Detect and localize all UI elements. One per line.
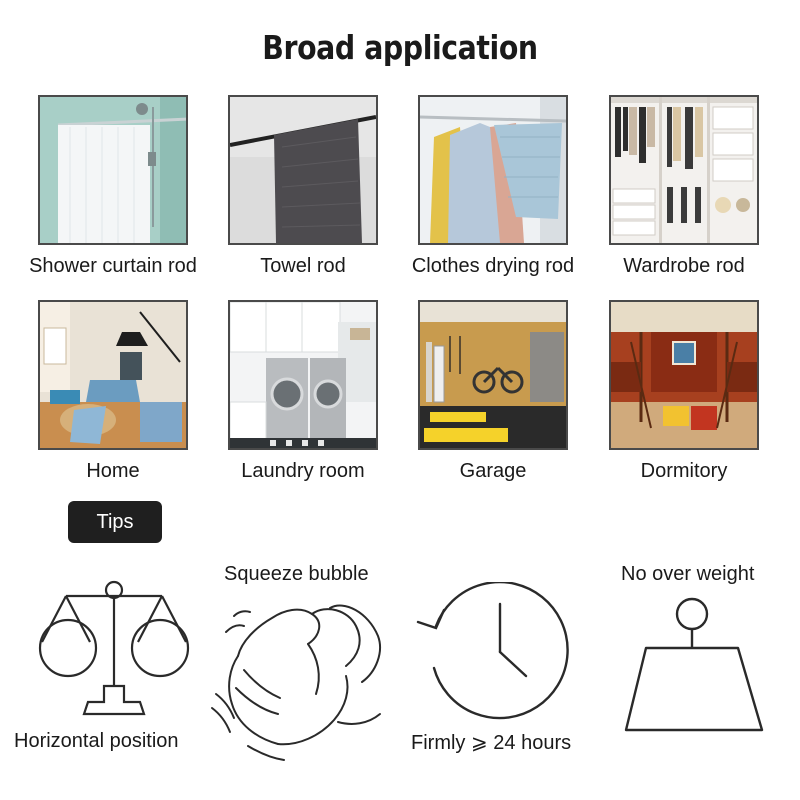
home-photo [38, 300, 188, 450]
towel-rod-photo [228, 95, 378, 245]
caption-wardrobe-rod: Wardrobe rod [623, 255, 745, 277]
caption-laundry-room: Laundry room [241, 460, 365, 482]
caption-clothes-drying-rod: Clothes drying rod [411, 255, 575, 277]
dormitory-photo [609, 300, 759, 450]
hanging-weight-icon [624, 597, 764, 732]
shower-curtain-photo [38, 95, 188, 245]
clothes-drying-photo [418, 95, 568, 245]
laundry-photo [228, 300, 378, 450]
tip-label-firmly-24-hours: Firmly ⩾ 24 hours [411, 732, 572, 754]
caption-dormitory: Dormitory [640, 460, 728, 482]
wardrobe-photo [609, 95, 759, 245]
caption-towel-rod: Towel rod [260, 255, 346, 277]
hands-squeeze-icon [211, 604, 381, 761]
caption-shower-curtain-rod: Shower curtain rod [29, 255, 197, 277]
tips-badge: Tips [68, 501, 162, 543]
balance-scale-icon [38, 580, 190, 716]
tip-label-horizontal-position: Horizontal position [14, 730, 179, 752]
clock-icon [416, 582, 569, 720]
tip-label-no-over-weight: No over weight [621, 563, 755, 585]
tip-label-squeeze-bubble: Squeeze bubble [224, 563, 369, 585]
caption-home: Home [86, 460, 140, 482]
garage-photo [418, 300, 568, 450]
caption-garage: Garage [459, 460, 527, 482]
page-title: Broad application [262, 28, 538, 67]
